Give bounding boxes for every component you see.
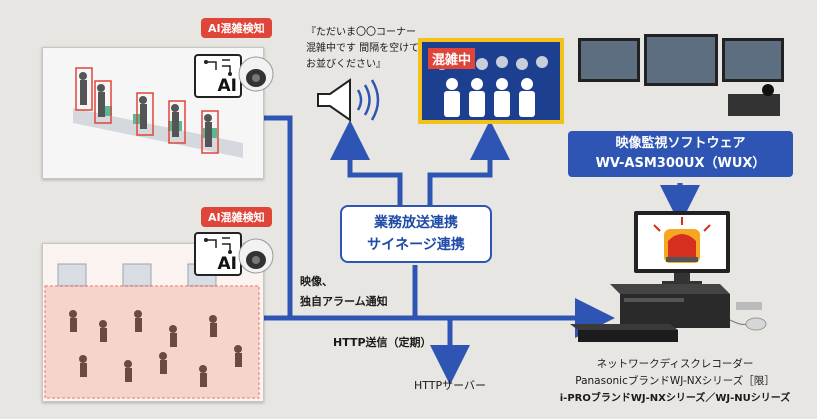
alarm-monitor-icon bbox=[634, 211, 730, 285]
circuit-icon bbox=[204, 237, 232, 254]
dome-camera-icon-top bbox=[238, 56, 274, 92]
recorder-description: ネットワークディスクレコーダー PanasonicブランドWJ-NXシリーズ［限… bbox=[555, 356, 795, 407]
broadcast-signage-link-box: 業務放送連携 サイネージ連携 bbox=[340, 205, 492, 263]
ai-detection-badge-top: AI混雑検知 bbox=[201, 18, 272, 38]
vms-title: 映像監視ソフトウェア bbox=[615, 136, 746, 151]
recorder-line-2: PanasonicブランドWJ-NXシリーズ［限］ bbox=[575, 375, 775, 387]
recorder-line-1: ネットワークディスクレコーダー bbox=[596, 358, 754, 370]
video-alarm-line-1: 映像、 bbox=[300, 275, 333, 288]
signage-crowded-label: 混雑中 bbox=[428, 48, 476, 69]
vms-model: WV-ASM300UX（WUX） bbox=[595, 156, 766, 171]
ai-brain-icon-bottom: AI bbox=[194, 232, 242, 276]
link-line-1: 業務放送連携 bbox=[374, 215, 458, 231]
recorder-line-3: i-PROブランドWJ-NXシリーズ／WJ-NUシリーズ bbox=[559, 393, 791, 404]
announcement-line-1: 『ただいま〇〇コーナー bbox=[306, 27, 416, 38]
ai-detection-badge-bottom: AI混雑検知 bbox=[201, 207, 272, 227]
http-server-label: HTTPサーバー bbox=[414, 379, 487, 392]
ai-brain-icon-top: AI bbox=[194, 54, 242, 98]
cafeteria-camera-view bbox=[42, 243, 264, 402]
link-line-2: サイネージ連携 bbox=[367, 237, 465, 253]
megaphone-icon bbox=[317, 78, 380, 122]
vms-software-box: 映像監視ソフトウェア WV-ASM300UX（WUX） bbox=[568, 131, 793, 177]
video-alarm-line-2: 独自アラーム通知 bbox=[300, 295, 388, 308]
video-alarm-label: 映像、 独自アラーム通知 bbox=[300, 272, 388, 312]
http-send-label: HTTP送信（定期） bbox=[333, 336, 432, 349]
announcement-line-2: 混雑中です 間隔を空けて bbox=[306, 43, 420, 54]
dome-camera-icon-bottom bbox=[238, 238, 274, 274]
vms-monitors-illustration bbox=[578, 34, 784, 116]
announcement-text: 『ただいま〇〇コーナー 混雑中です 間隔を空けて お並びください』 bbox=[306, 25, 419, 73]
line-to-signage bbox=[427, 120, 510, 205]
ai-label-bottom: AI bbox=[217, 254, 237, 274]
line-to-speaker bbox=[330, 120, 403, 205]
signage-screen: 混雑中 bbox=[422, 42, 560, 120]
recorder-devices-illustration bbox=[570, 284, 767, 342]
signage-display: 混雑中 bbox=[418, 38, 564, 124]
announcement-line-3: お並びください』 bbox=[306, 59, 386, 70]
circuit-icon bbox=[204, 59, 232, 76]
ai-label-top: AI bbox=[217, 76, 237, 96]
line-top-camera bbox=[262, 115, 293, 318]
